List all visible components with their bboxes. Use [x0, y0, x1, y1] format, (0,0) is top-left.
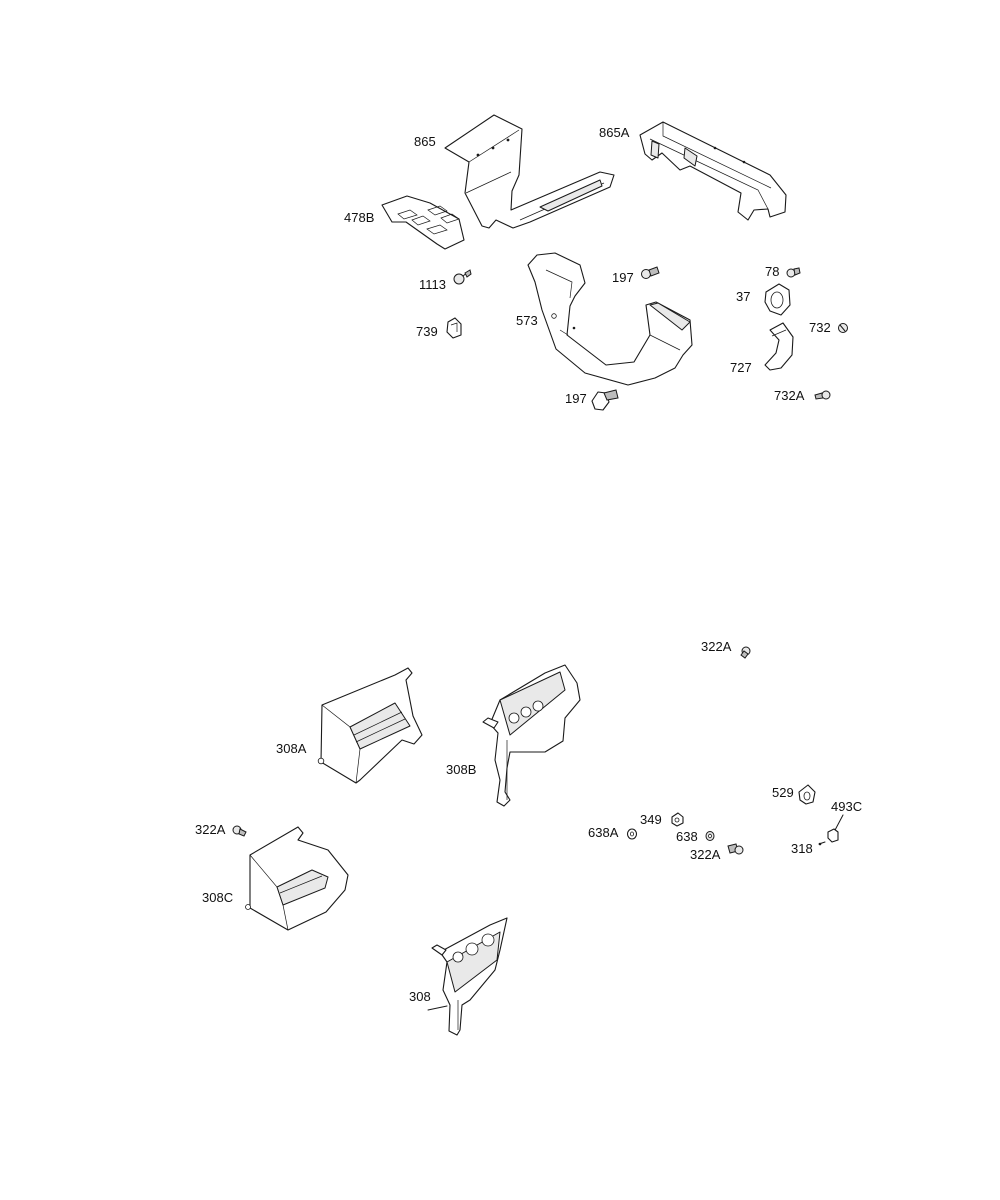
part-529-bushing — [798, 784, 816, 805]
callout-322A-left: 322A — [195, 822, 226, 837]
callout-1113: 1113 — [419, 277, 446, 292]
callout-322A-top: 322A — [701, 639, 732, 654]
part-322A-screw-left — [232, 825, 247, 837]
part-78-screw — [786, 267, 801, 278]
callout-37: 37 — [736, 289, 750, 304]
callout-308A: 308A — [276, 741, 307, 756]
callout-308C: 308C — [202, 890, 233, 905]
callout-638: 638 — [676, 829, 698, 844]
part-197-screw-bottom — [591, 389, 619, 411]
part-1113-screw — [453, 269, 472, 285]
part-322A-screw-top — [740, 646, 751, 659]
part-732-screw — [838, 323, 848, 333]
part-493C-bracket — [827, 814, 844, 843]
part-197-screw-top — [641, 266, 660, 279]
callout-78: 78 — [765, 264, 779, 279]
part-865A-bracket — [639, 121, 787, 221]
callout-865A: 865A — [599, 125, 630, 140]
callout-349: 349 — [640, 812, 662, 827]
part-318-pin — [818, 841, 826, 846]
callout-529: 529 — [772, 785, 794, 800]
callout-197-bottom: 197 — [565, 391, 587, 406]
callout-308B: 308B — [446, 762, 476, 777]
callout-573: 573 — [516, 313, 538, 328]
callout-732: 732 — [809, 320, 831, 335]
callout-727: 727 — [730, 360, 752, 375]
callout-322A-mid: 322A — [690, 847, 721, 862]
callout-318: 318 — [791, 841, 813, 856]
callout-308: 308 — [409, 989, 431, 1004]
part-308C-shroud — [245, 826, 349, 931]
part-322A-screw-mid — [727, 843, 744, 855]
part-308A-shroud — [317, 667, 423, 784]
callout-865: 865 — [414, 134, 436, 149]
part-308-shroud — [427, 917, 508, 1036]
part-37-gasket — [764, 283, 791, 316]
part-478B-plate — [381, 195, 465, 250]
part-732A-screw — [814, 390, 831, 400]
part-638A-washer — [626, 828, 638, 840]
callout-638A: 638A — [588, 825, 619, 840]
part-865-shield — [444, 114, 615, 229]
callout-732A: 732A — [774, 388, 805, 403]
part-308B-shroud — [482, 664, 581, 807]
part-727-hose — [764, 322, 794, 371]
callout-493C: 493C — [831, 799, 862, 814]
callout-478B: 478B — [344, 210, 374, 225]
part-349-nut — [671, 812, 684, 827]
part-573-housing — [527, 252, 693, 386]
part-638-washer — [705, 831, 715, 841]
callout-197-top: 197 — [612, 270, 634, 285]
part-739-clip — [446, 317, 462, 339]
callout-739: 739 — [416, 324, 438, 339]
